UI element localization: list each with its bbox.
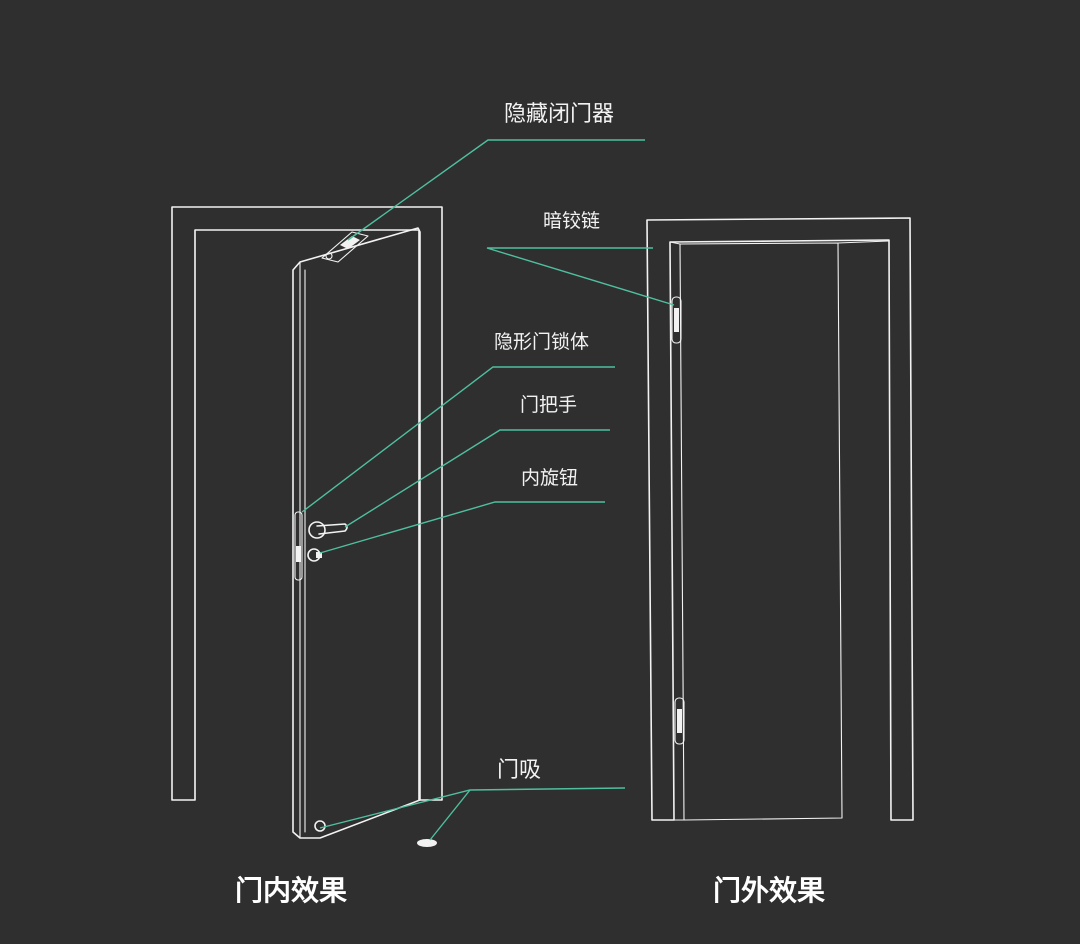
- open-door-leaf: [292, 227, 421, 839]
- door-handle-rose: [308, 521, 326, 539]
- label-hidden-lock-body: 隐形门锁体: [494, 331, 589, 353]
- leader-inner-knob: [319, 501, 605, 554]
- concealed-closer-detail: [340, 236, 360, 249]
- leaf-top-joint: [669, 241, 681, 245]
- caption-outside-view: 门外效果: [713, 874, 825, 907]
- concealed-hinge-bottom: [674, 697, 685, 745]
- door-stopper-floor-part: [417, 839, 437, 847]
- inside-view-drawing: [171, 206, 443, 847]
- closed-door-leaf: [679, 242, 843, 821]
- hidden-lock-body-part: [294, 511, 303, 581]
- right-door-frame: [646, 217, 914, 821]
- label-concealed-hinge: 暗铰链: [543, 210, 600, 232]
- hinge-top-detail: [674, 308, 679, 332]
- caption-inside-view: 门内效果: [235, 874, 347, 907]
- label-concealed-closer: 隐藏闭门器: [504, 102, 614, 127]
- leaf-right-top: [837, 240, 890, 244]
- left-door-frame: [171, 206, 443, 801]
- door-handle-lever: [316, 523, 348, 535]
- hinge-bottom-detail: [677, 709, 682, 733]
- inner-knob-thumb: [316, 552, 322, 558]
- label-door-handle: 门把手: [520, 394, 577, 416]
- closer-pivot: [325, 252, 333, 260]
- leader-door-stopper: [319, 787, 626, 829]
- leader-lines: [301, 139, 675, 841]
- concealed-hinge-top: [671, 296, 682, 344]
- door-stopper-door-part: [314, 820, 326, 832]
- leader-door-stopper-floor: [429, 789, 471, 841]
- concealed-closer-part: [321, 231, 369, 263]
- label-inner-knob: 内旋钮: [521, 467, 578, 489]
- leader-concealed-hinge: [486, 247, 675, 306]
- lock-latch: [296, 546, 301, 562]
- leader-hidden-lock-body: [301, 366, 615, 513]
- label-door-stopper: 门吸: [497, 758, 541, 783]
- outside-view-drawing: [646, 217, 914, 821]
- leader-concealed-closer: [347, 139, 645, 241]
- leader-door-handle: [344, 429, 610, 528]
